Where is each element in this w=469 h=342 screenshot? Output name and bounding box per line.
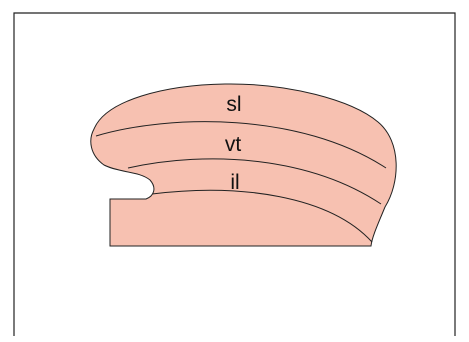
boundary-line-middle [127, 158, 382, 205]
label-sl: sl [226, 93, 241, 116]
frame-border [13, 12, 456, 336]
label-il: il [230, 171, 239, 194]
boundary-line-lower [151, 189, 373, 243]
boundary-line-upper [95, 121, 387, 169]
shape-outline [90, 83, 397, 247]
label-vt: vt [225, 133, 242, 156]
